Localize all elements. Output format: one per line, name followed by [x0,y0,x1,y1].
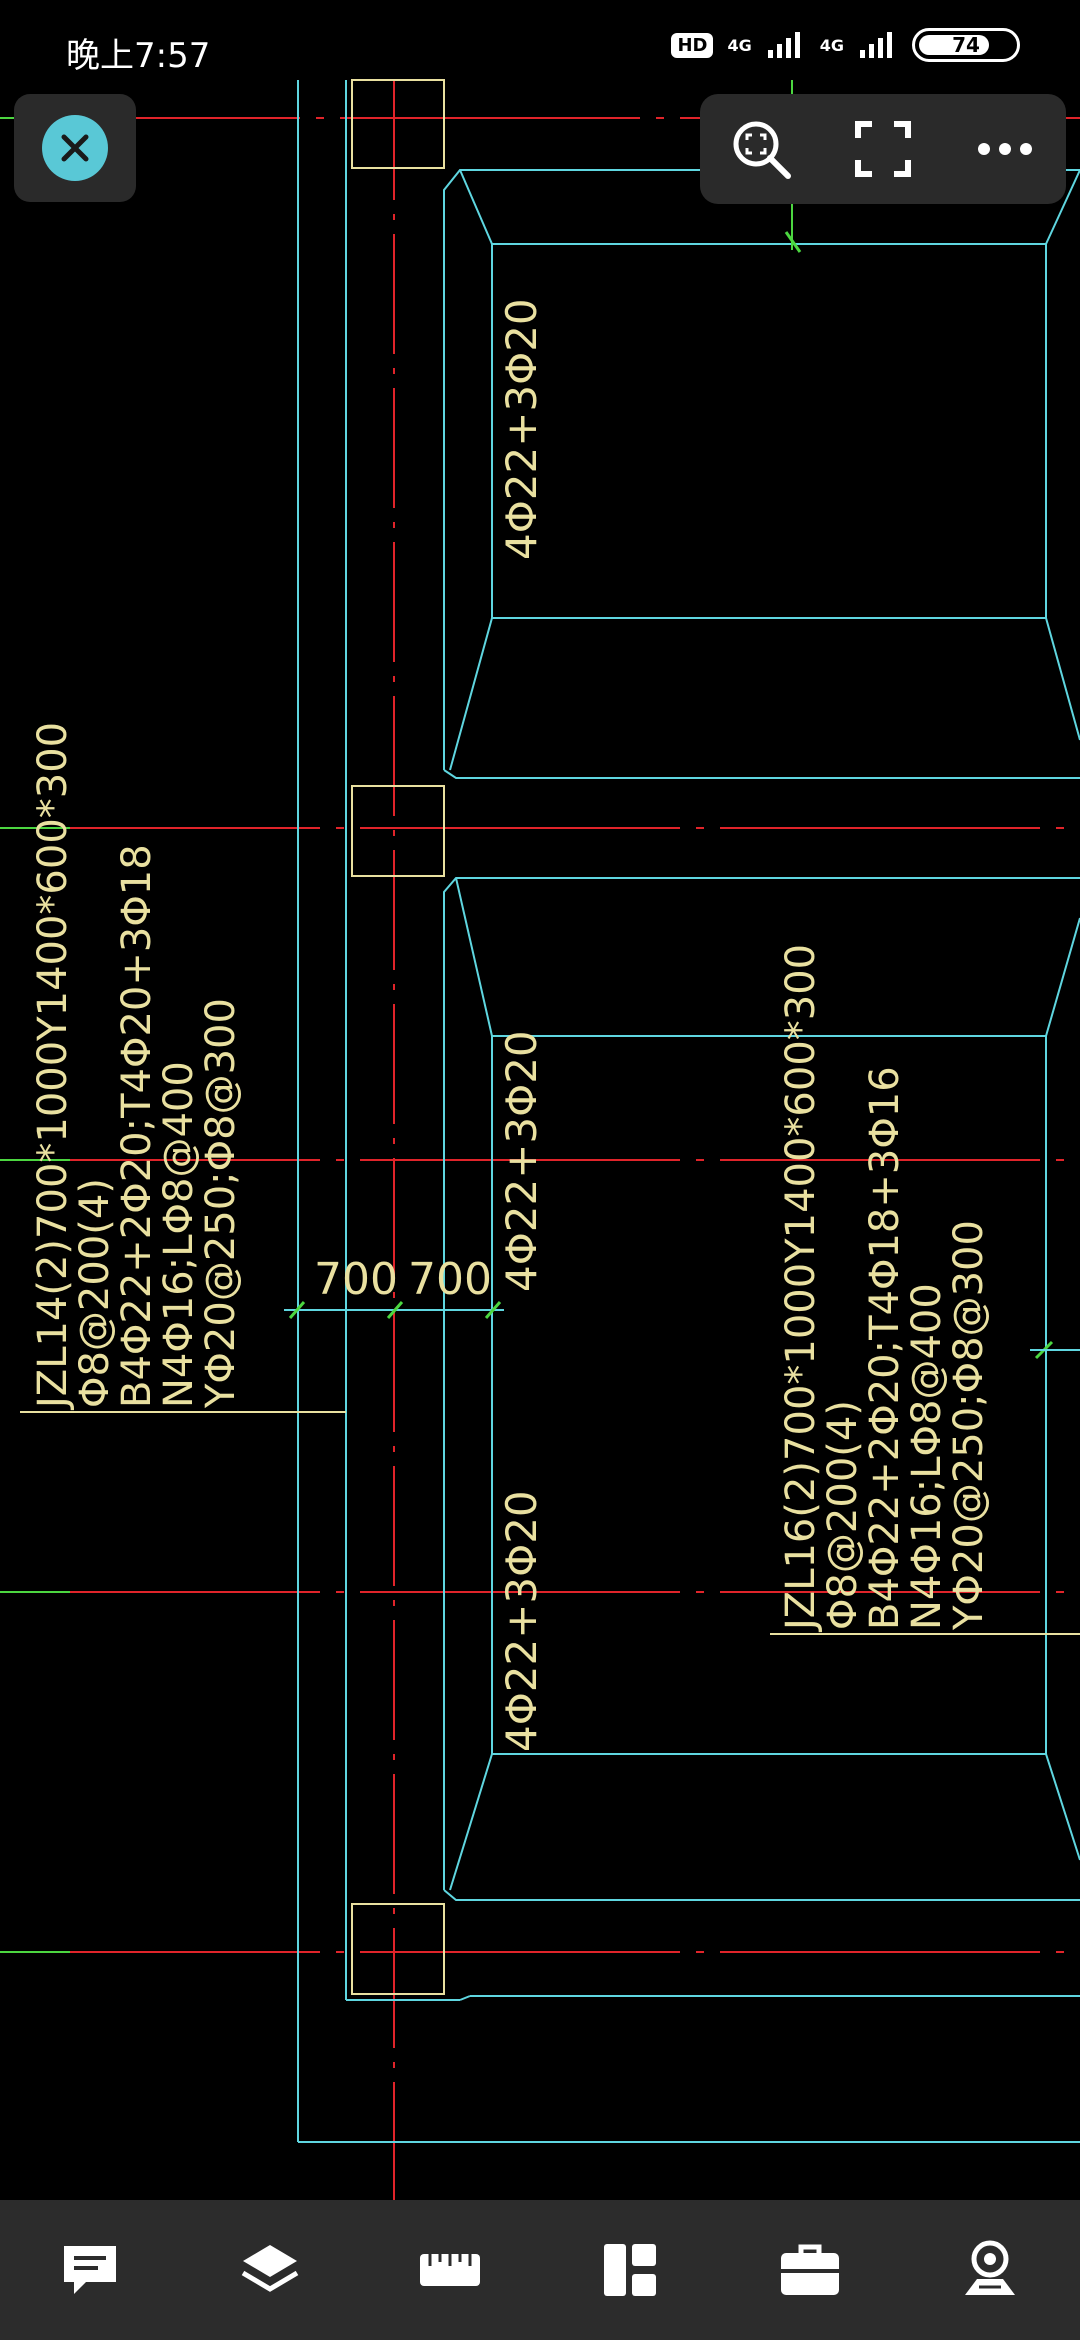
column-square [351,79,445,169]
dimension-tick [484,1301,502,1319]
rebar-label: 4Φ22+3Φ20 [497,298,546,560]
pit-slope [449,1753,493,1891]
pit-outline-bottom [443,877,1080,1890]
pit-inner-top [491,243,1047,619]
beam-note-right-4: N4Φ16;LΦ8@400 [904,1283,950,1630]
toolbox-icon [781,2244,839,2295]
close-button[interactable] [14,94,136,202]
ruler-icon [420,2254,480,2286]
zoom-extents-button[interactable] [721,109,801,189]
close-icon [42,115,108,181]
dimension-tick [386,1301,404,1319]
layout-icon [604,2244,656,2296]
more-button[interactable] [965,109,1045,189]
battery-icon: 74 [912,28,1020,62]
fullscreen-button[interactable] [843,109,923,189]
measure-button[interactable] [400,2220,500,2320]
toolbox-button[interactable] [760,2220,860,2320]
rebar-label: 4Φ22+3Φ20 [497,1030,546,1292]
beam-note-left-2: Φ8@200(4) [72,1178,118,1408]
view-icon [965,2240,1015,2295]
view-button[interactable] [940,2220,1040,2320]
layout-button[interactable] [580,2220,680,2320]
fullscreen-icon [855,121,911,177]
pit-slope [1045,169,1080,245]
layers-icon [241,2245,299,2292]
cad-drawing-canvas[interactable]: 700 700 4Φ22+3Φ20 4Φ22+3Φ20 4Φ22+3Φ20 JZ… [0,0,1080,2200]
pit-slope [449,617,493,771]
pit-outline-top-bottom [443,769,1080,779]
wall-line [459,1995,471,2001]
signal-icon [767,32,800,58]
annotation-icon [64,2246,116,2294]
status-time: 晚上7:57 [66,36,211,76]
dimension-label-1: 700 [314,1254,398,1305]
pit-inner-bottom [491,1035,1047,1755]
zoom-extents-icon [733,121,791,179]
column-square [351,1903,445,1995]
layers-button[interactable] [220,2220,320,2320]
network-label-2: 4G [819,35,844,55]
pit-slope [1045,1753,1080,1861]
rebar-label: 4Φ22+3Φ20 [497,1490,546,1752]
dimension-label-2: 700 [408,1254,492,1305]
top-toolbar [700,94,1066,204]
beam-note-right-3: B4Φ22+2Φ20;T4Φ18+3Φ16 [862,1066,908,1630]
beam-note-right-5: YΦ20@250;Φ8@300 [946,1220,992,1631]
pit-slope [459,169,493,245]
network-label-1: 4G [727,35,752,55]
beam-note-right-1: JZL16(2)700*1000Y1400*600*300 [778,944,824,1633]
status-bar: 晚上7:57 HD 4G 4G 74 [0,0,1080,100]
status-indicators: HD 4G 4G 74 [671,28,1020,62]
beam-note-left-4: N4Φ16;LΦ8@400 [156,1061,202,1408]
pit-slope [455,877,493,1037]
beam-note-left-1: JZL14(2)700*1000Y1400*600*300 [30,722,76,1411]
beam-note-left-5: YΦ20@250;Φ8@300 [198,998,244,1409]
more-icon [978,143,1032,155]
beam-note-left-3: B4Φ22+2Φ20;T4Φ20+3Φ18 [114,844,160,1408]
column-square [351,785,445,877]
dimension-tick [288,1301,306,1319]
pit-slope [1045,917,1080,1037]
bottom-toolbar [0,2200,1080,2340]
beam-note-right-2: Φ8@200(4) [820,1400,866,1630]
pit-outline-bottom-bottom [443,1889,1080,1901]
pit-slope [1045,617,1080,741]
hd-badge: HD [671,32,714,58]
annotation-button[interactable] [40,2220,140,2320]
signal-icon [860,32,892,58]
battery-level: 74 [952,33,980,57]
